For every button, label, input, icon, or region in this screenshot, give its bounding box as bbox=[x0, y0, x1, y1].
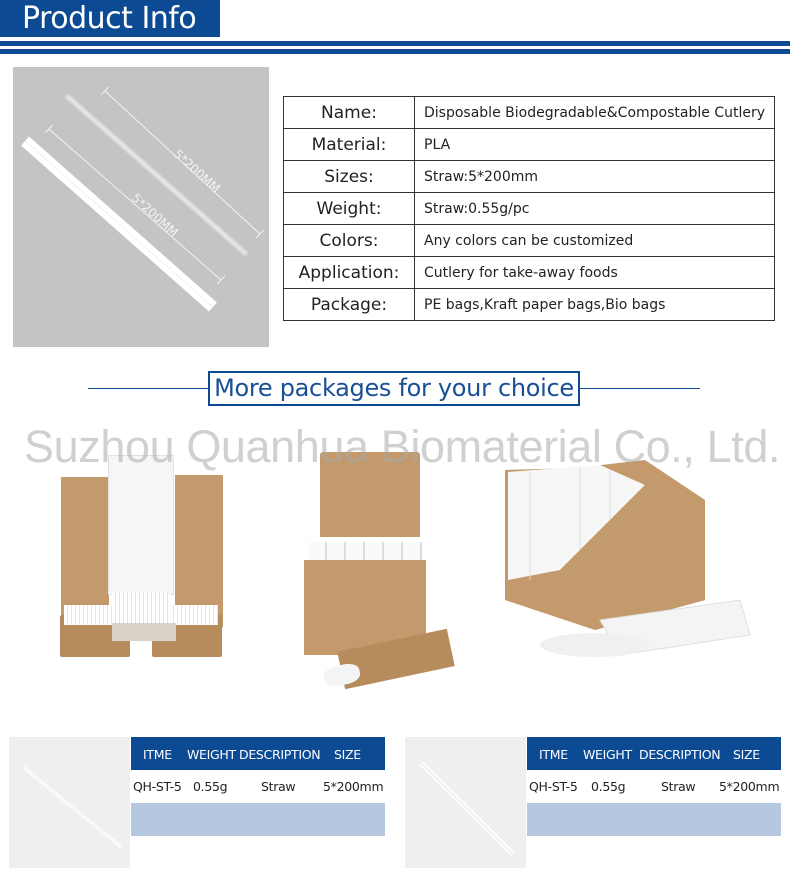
table-row: QH-ST-5 0.55g Straw 5*200mm bbox=[527, 770, 781, 803]
spec-row-sizes: Sizes: Straw:5*200mm bbox=[283, 160, 775, 193]
product-table-1: ITME WEIGHT DESCRIPTION SIZE QH-ST-5 0.5… bbox=[131, 737, 385, 836]
spec-value: PE bags,Kraft paper bags,Bio bags bbox=[414, 288, 775, 321]
spec-label: Package: bbox=[283, 288, 415, 321]
spec-row-colors: Colors: Any colors can be customized bbox=[283, 224, 775, 257]
spec-table: Name: Disposable Biodegradable&Compostab… bbox=[283, 96, 775, 321]
spec-label: Sizes: bbox=[283, 160, 415, 193]
cell-description: Straw bbox=[261, 779, 296, 794]
spec-label: Application: bbox=[283, 256, 415, 289]
spec-row-application: Application: Cutlery for take-away foods bbox=[283, 256, 775, 289]
cell-description: Straw bbox=[661, 779, 696, 794]
spec-row-name: Name: Disposable Biodegradable&Compostab… bbox=[283, 96, 775, 129]
header-stripe-top bbox=[0, 41, 790, 46]
spec-label: Weight: bbox=[283, 192, 415, 225]
section-heading: More packages for your choice bbox=[214, 374, 574, 402]
cell-weight: 0.55g bbox=[591, 779, 626, 794]
spec-value: PLA bbox=[414, 128, 775, 161]
header-stripe-bottom bbox=[0, 49, 790, 54]
spec-label: Name: bbox=[283, 96, 415, 129]
col-header-item: ITME bbox=[143, 747, 172, 762]
spec-value: Cutlery for take-away foods bbox=[414, 256, 775, 289]
product-table-2: ITME WEIGHT DESCRIPTION SIZE QH-ST-5 0.5… bbox=[527, 737, 781, 836]
col-header-weight: WEIGHT bbox=[583, 747, 632, 762]
spec-value: Straw:0.55g/pc bbox=[414, 192, 775, 225]
col-header-item: ITME bbox=[539, 747, 568, 762]
product-thumbnail-wrapped-straw bbox=[405, 737, 526, 868]
col-header-weight: WEIGHT bbox=[187, 747, 236, 762]
spec-value: Disposable Biodegradable&Compostable Cut… bbox=[414, 96, 775, 129]
svg-text:5*200MM: 5*200MM bbox=[171, 147, 223, 196]
table-row: QH-ST-5 0.55g Straw 5*200mm bbox=[131, 770, 385, 803]
spec-row-package: Package: PE bags,Kraft paper bags,Bio ba… bbox=[283, 288, 775, 321]
cell-size: 5*200mm bbox=[719, 779, 780, 794]
package-photo-kraft-boxes bbox=[50, 455, 225, 665]
col-header-description: DESCRIPTION bbox=[639, 747, 721, 762]
product-table-header: ITME WEIGHT DESCRIPTION SIZE bbox=[527, 737, 781, 770]
spec-row-material: Material: PLA bbox=[283, 128, 775, 161]
page-title: Product Info bbox=[22, 1, 197, 36]
col-header-description: DESCRIPTION bbox=[239, 747, 321, 762]
spec-label: Colors: bbox=[283, 224, 415, 257]
product-table-header: ITME WEIGHT DESCRIPTION SIZE bbox=[131, 737, 385, 770]
cell-item: QH-ST-5 bbox=[133, 779, 182, 794]
section-heading-box: More packages for your choice bbox=[208, 371, 580, 406]
col-header-size: SIZE bbox=[733, 747, 760, 762]
product-thumbnail-straw bbox=[9, 737, 130, 868]
cell-item: QH-ST-5 bbox=[529, 779, 578, 794]
product-hero-image: 5*200MM 5*200MM bbox=[13, 67, 269, 347]
spec-value: Straw:5*200mm bbox=[414, 160, 775, 193]
table-row-empty bbox=[527, 803, 781, 836]
section-divider-left bbox=[88, 388, 208, 389]
package-photo-kraft-carton bbox=[300, 450, 460, 700]
package-photo-display-carton bbox=[500, 460, 760, 690]
col-header-size: SIZE bbox=[334, 747, 361, 762]
cell-size: 5*200mm bbox=[323, 779, 384, 794]
spec-label: Material: bbox=[283, 128, 415, 161]
section-divider-right bbox=[580, 388, 700, 389]
straw-illustration: 5*200MM 5*200MM bbox=[21, 86, 265, 312]
cell-weight: 0.55g bbox=[193, 779, 228, 794]
spec-row-weight: Weight: Straw:0.55g/pc bbox=[283, 192, 775, 225]
table-row-empty bbox=[131, 803, 385, 836]
spec-value: Any colors can be customized bbox=[414, 224, 775, 257]
header-title-box: Product Info bbox=[0, 0, 220, 37]
